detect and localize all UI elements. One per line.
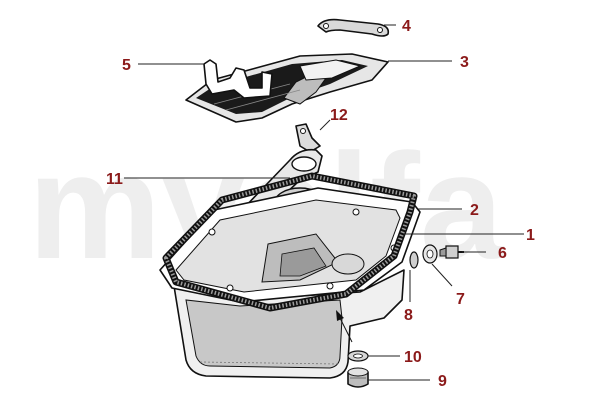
callout-10: 10 (404, 349, 422, 366)
callout-labels: 1 2 3 4 5 6 7 8 9 10 11 12 (106, 18, 535, 390)
callout-4: 4 (402, 18, 411, 35)
part-drain-washer (347, 350, 369, 362)
callout-7: 7 (456, 291, 465, 308)
part-pickup-bracket (295, 123, 321, 153)
callout-2: 2 (470, 202, 479, 219)
leader-lines (124, 24, 524, 381)
callout-12: 12 (330, 107, 348, 124)
part-sender-fitting (439, 245, 464, 259)
part-drain-plug (347, 367, 369, 388)
part-bracket (317, 18, 390, 37)
callout-9: 9 (438, 373, 447, 390)
part-baffle-plate (185, 53, 389, 123)
part-washer-7 (422, 244, 438, 264)
drain-arrow (336, 310, 353, 343)
part-sump-gasket (162, 172, 418, 312)
callout-6: 6 (498, 245, 507, 262)
callout-1: 1 (526, 227, 535, 244)
callout-5: 5 (122, 57, 131, 74)
callout-8: 8 (404, 307, 413, 324)
part-washer-8 (409, 251, 419, 269)
callout-3: 3 (460, 54, 469, 71)
part-baffle-strap (203, 59, 273, 99)
part-oil-sump (159, 187, 421, 379)
callout-11: 11 (106, 171, 123, 188)
